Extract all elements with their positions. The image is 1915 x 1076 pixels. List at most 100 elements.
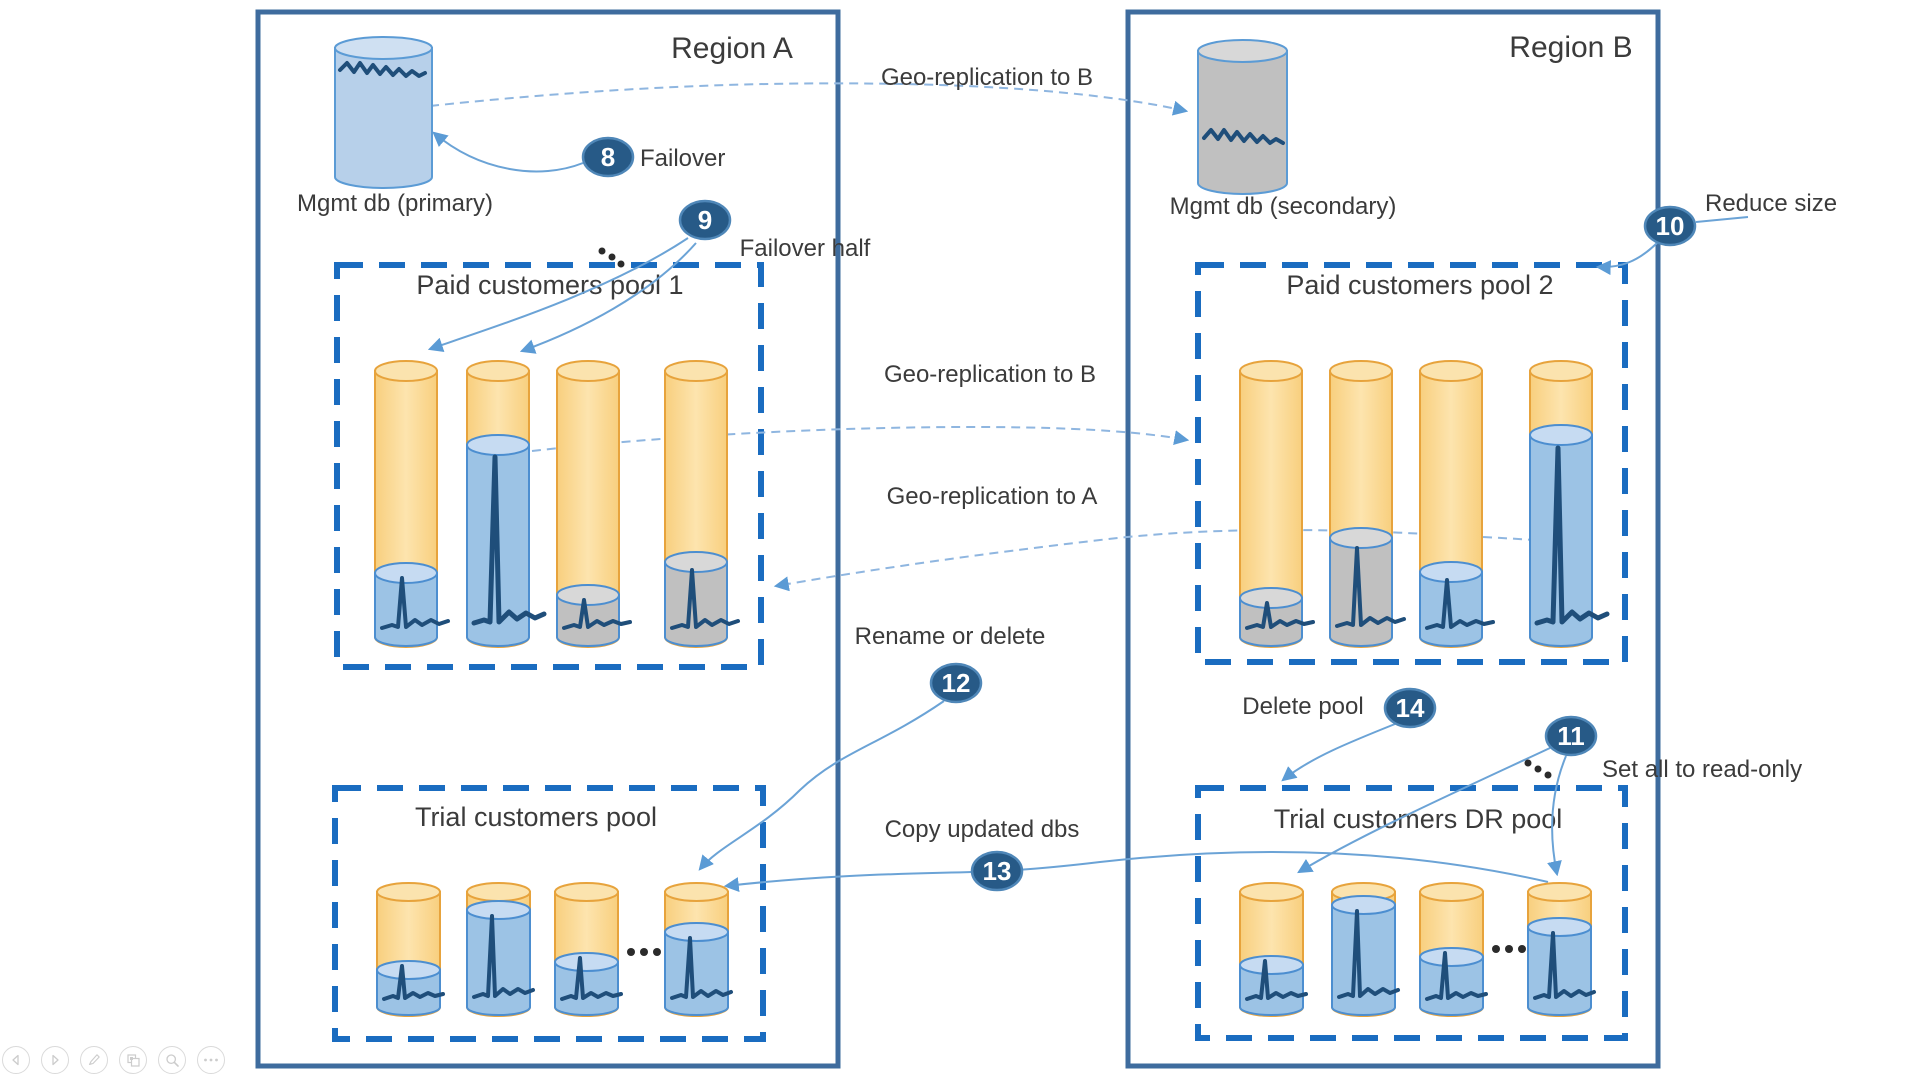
trial-db-1 [376, 882, 445, 1017]
failover-half-arrow-2 [519, 242, 697, 354]
waveform [471, 454, 547, 626]
delete-pool-arrow [1281, 723, 1396, 782]
magnifier-icon [165, 1053, 179, 1067]
trial-db-4 [664, 882, 733, 1017]
next-slide-button[interactable] [41, 1046, 69, 1074]
waveform [670, 568, 740, 630]
pool1-db-2 [466, 360, 547, 648]
waveform [338, 61, 427, 78]
region-b-title: Region B [1509, 31, 1632, 64]
dr-pool-ellipsis [1492, 945, 1526, 953]
waveform [560, 956, 623, 1001]
paid-pool-2-title: Paid customers pool 2 [1286, 270, 1553, 300]
zoom-button[interactable] [158, 1046, 186, 1074]
rename-or-delete-label: Rename or delete [855, 623, 1046, 650]
badge-13: 13 [970, 850, 1024, 892]
waveform [1337, 909, 1400, 999]
mgmt-db-secondary [1197, 39, 1288, 195]
waveform [472, 914, 535, 999]
delete-pool-label: Delete pool [1242, 693, 1363, 720]
dr-db-4 [1527, 882, 1596, 1017]
pool2-db-3 [1419, 360, 1495, 648]
mgmt-geo-replication-label: Geo-replication to B [881, 64, 1093, 91]
pool1-db-1 [374, 360, 450, 648]
mgmt-db-primary [334, 36, 433, 189]
previous-slide-button[interactable] [2, 1046, 30, 1074]
region-a-title: Region A [671, 32, 793, 65]
reduce-size-leader-line [1695, 216, 1749, 223]
copy-updated-dbs-label: Copy updated dbs [885, 816, 1080, 843]
pool2-db-2 [1329, 360, 1406, 648]
region-b-box [1125, 9, 1661, 1069]
waveform [562, 598, 632, 630]
slide-navigator-button[interactable] [119, 1046, 147, 1074]
more-options-button[interactable] [197, 1046, 225, 1074]
pen-icon [88, 1054, 100, 1066]
dr-db-1 [1239, 882, 1308, 1017]
trial-pool-title: Trial customers pool [415, 802, 657, 832]
trial-pool-ellipsis [627, 948, 661, 956]
chevron-right-icon [52, 1054, 59, 1066]
presentation-toolbar [2, 1046, 225, 1074]
failover-half-arrow-1 [427, 237, 689, 352]
pen-button[interactable] [80, 1046, 108, 1074]
badge-9: 9 [678, 199, 732, 241]
svg-text:9: 9 [698, 205, 712, 235]
svg-text:10: 10 [1656, 211, 1685, 241]
svg-text:14: 14 [1396, 693, 1425, 723]
chevron-left-icon [12, 1054, 19, 1066]
waveform [382, 964, 445, 1001]
dr-db-3 [1419, 882, 1488, 1017]
pool2-db-4 [1529, 360, 1610, 648]
paid-pool-1-box [334, 262, 764, 670]
badge-8: 8 [581, 136, 635, 178]
region-a-box [255, 9, 841, 1069]
dr-db-2 [1331, 882, 1400, 1017]
mgmt-geo-replication-arrow [429, 82, 1189, 116]
waveform [1534, 445, 1610, 626]
svg-text:8: 8 [601, 142, 615, 172]
badge-12: 12 [929, 662, 983, 704]
pool-geo-replication-to-b-arrow [531, 425, 1190, 452]
pool-geo-replication-to-b-label: Geo-replication to B [884, 361, 1096, 388]
ellipsis-icon [204, 1058, 218, 1062]
slides-icon [126, 1053, 140, 1067]
badge-14: 14 [1383, 687, 1437, 729]
badge-11: 11 [1544, 715, 1598, 757]
paid-pool-1-title: Paid customers pool 1 [416, 270, 683, 300]
mgmt-db-primary-label: Mgmt db (primary) [297, 190, 493, 217]
waveform [1245, 601, 1315, 630]
trial-pool-box [332, 785, 766, 1042]
pool2-db-1 [1239, 360, 1315, 648]
trial-dr-pool-box [1195, 785, 1628, 1041]
pool1-db-4 [664, 360, 740, 648]
waveform [380, 576, 450, 630]
set-read-only-arrow-2 [1547, 755, 1567, 877]
failover-half-label: Failover half [740, 235, 871, 262]
trial-db-2 [466, 882, 535, 1017]
rename-or-delete-arrow [698, 700, 945, 871]
failover-label: Failover [640, 145, 725, 172]
pool1-db-3 [556, 360, 632, 648]
set-read-only-label: Set all to read-only [1602, 756, 1802, 783]
trial-dr-pool-title: Trial customers DR pool [1274, 804, 1563, 834]
svg-text:11: 11 [1557, 721, 1585, 751]
failover-arrow [432, 131, 584, 173]
paid-pool-2-box [1195, 262, 1628, 665]
waveform [1425, 951, 1488, 1001]
svg-text:13: 13 [983, 856, 1012, 886]
badge-10: 10 [1643, 205, 1697, 247]
waveform [1335, 546, 1406, 628]
svg-text:12: 12 [942, 668, 971, 698]
waveform [1425, 578, 1495, 630]
failover-half-ellipsis [598, 247, 625, 268]
waveform [1202, 128, 1285, 145]
reduce-size-label: Reduce size [1705, 190, 1837, 217]
trial-db-3 [554, 882, 623, 1017]
copy-updated-dbs-arrow [723, 850, 1549, 893]
set-read-only-ellipsis [1524, 759, 1552, 779]
reduce-size-arrow [1595, 241, 1659, 276]
waveform [1533, 931, 1596, 1000]
pool-geo-replication-to-a-arrow [773, 528, 1553, 592]
